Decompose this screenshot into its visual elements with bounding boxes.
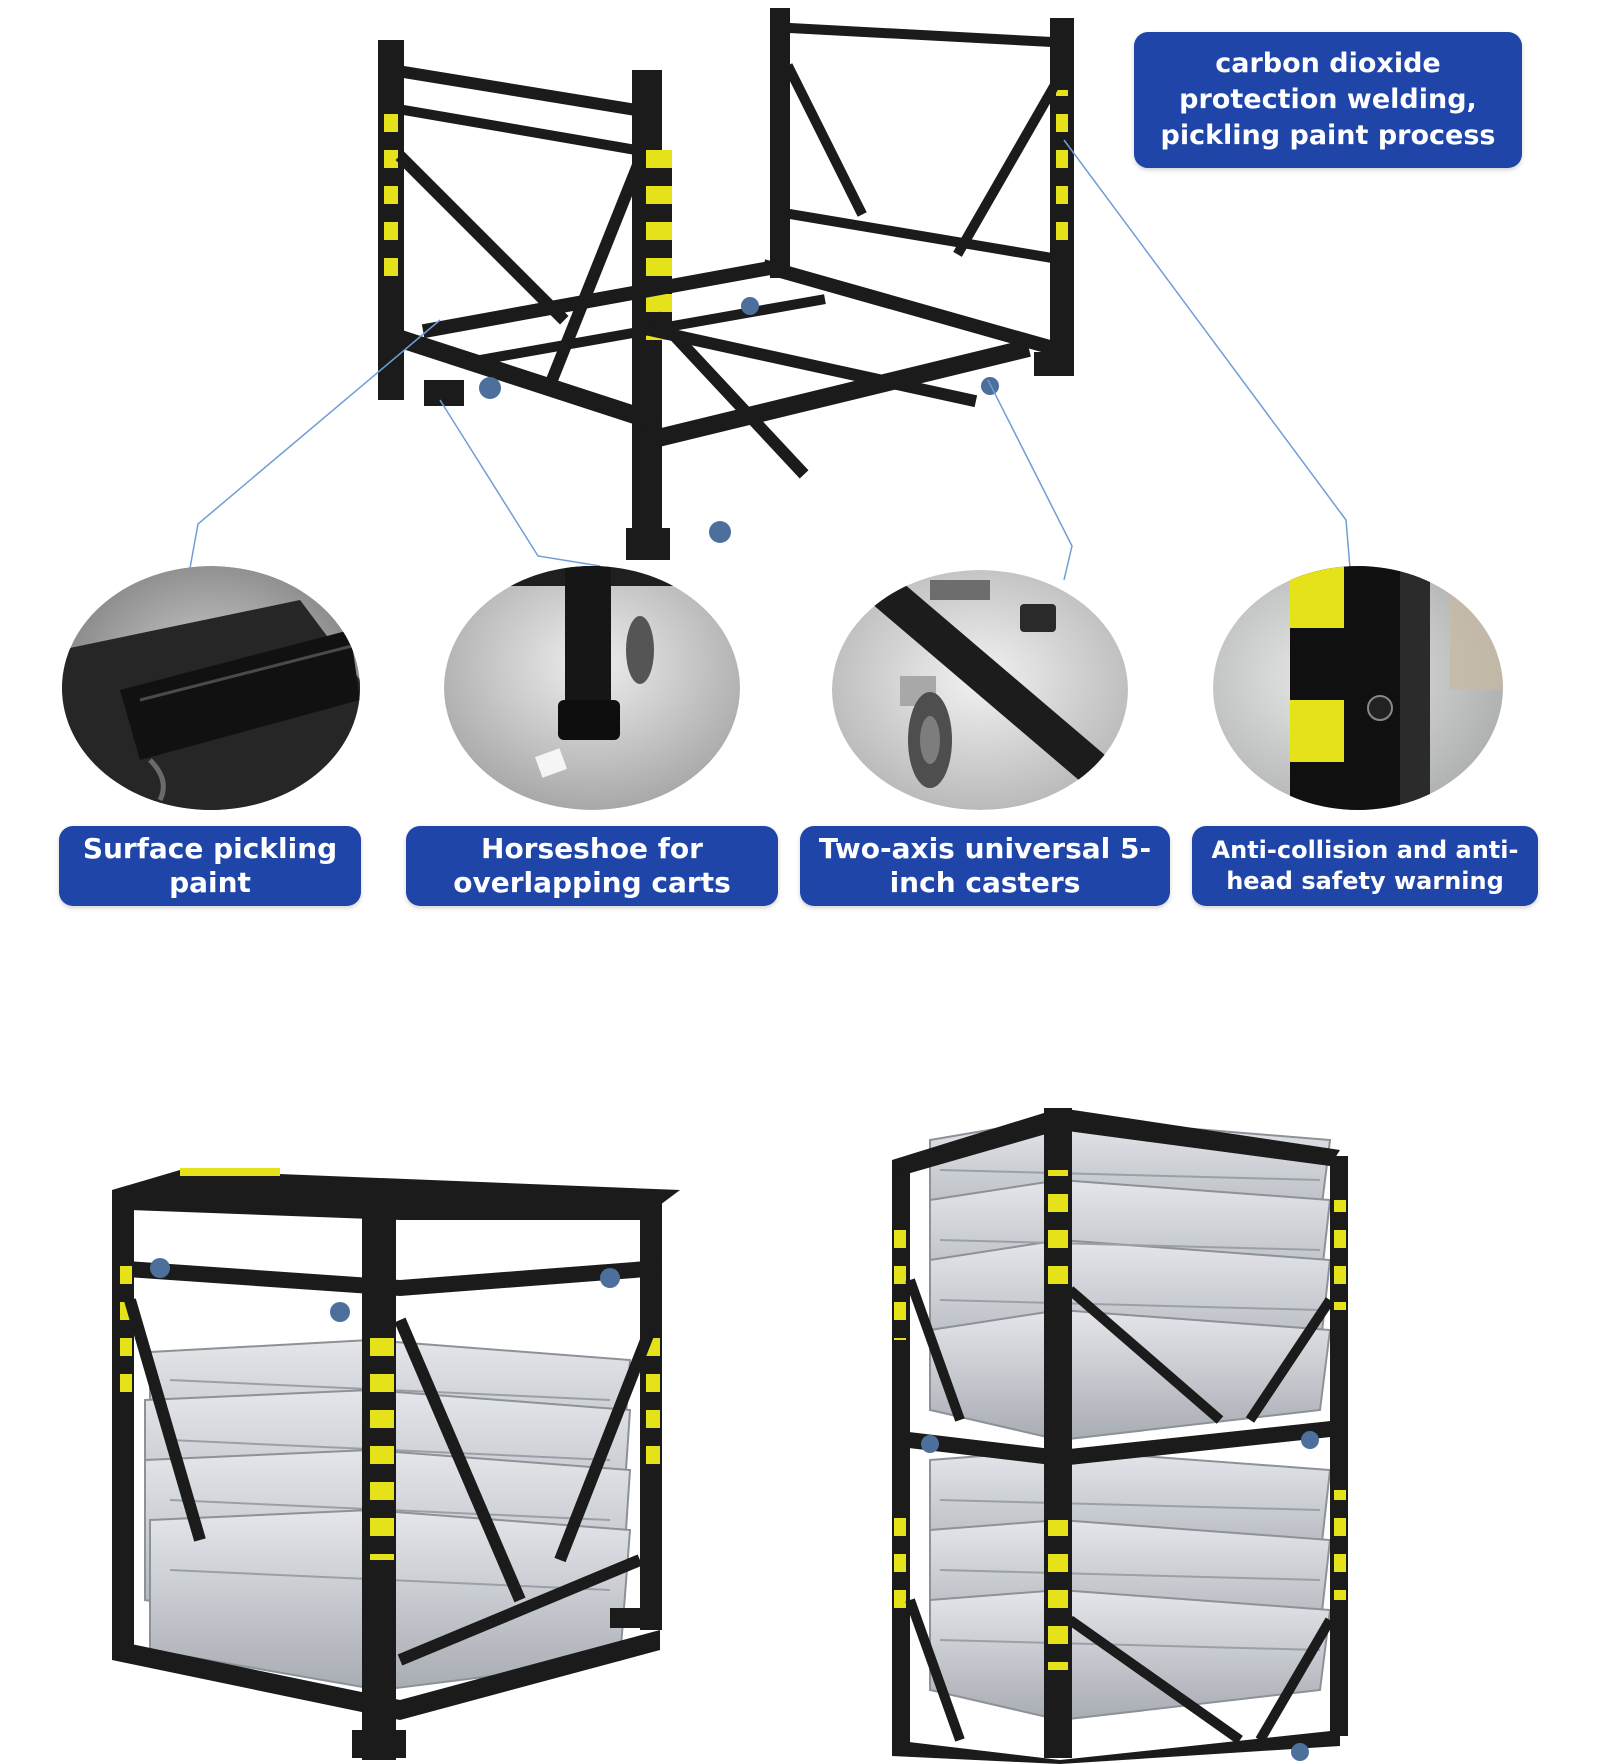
universal-casters-label: Two-axis universal 5- inch casters	[800, 826, 1170, 906]
welding-process-label: carbon dioxide protection welding, pickl…	[1134, 32, 1522, 168]
detail-weld-circle	[62, 566, 360, 810]
safety-warning-label: Anti-collision and anti- head safety war…	[1192, 826, 1538, 906]
detail-caster-circle	[832, 570, 1128, 810]
detail-warning-tape-circle	[1213, 566, 1503, 810]
callout-leader-lines	[189, 139, 1351, 581]
empty-cart-illustration	[378, 8, 1074, 560]
loaded-cart-illustration	[112, 1168, 680, 1760]
stacked-carts-illustration	[892, 1108, 1348, 1764]
surface-pickling-paint-label: Surface pickling paint	[59, 826, 361, 906]
detail-horseshoe-circle	[444, 566, 740, 810]
horseshoe-overlapping-carts-label: Horseshoe for overlapping carts	[406, 826, 778, 906]
